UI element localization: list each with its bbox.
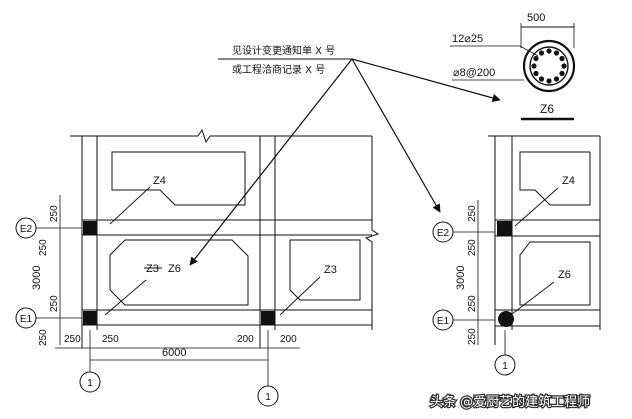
axis-bubble-e1: E1	[15, 307, 82, 329]
column-z6-left	[83, 311, 97, 325]
dim-e1-above: 250	[49, 295, 60, 312]
rebar-dot	[533, 70, 539, 77]
dim-e1-below: 250	[38, 329, 49, 346]
dim-span-vertical: 3000	[31, 266, 43, 290]
axis-bubble-e1-right: E1	[432, 309, 495, 331]
column-z4-left	[83, 221, 97, 235]
dim-left-b: 250	[102, 334, 119, 345]
axis-bubble-1-right: 1	[494, 354, 516, 376]
label-z3-old: Z3	[146, 263, 159, 275]
svg-text:1: 1	[87, 378, 93, 389]
svg-text:E1: E1	[437, 316, 450, 327]
stirrup-ring	[529, 46, 569, 86]
watermark-text: 头条 @爱厨艺的建筑工程师	[430, 394, 590, 410]
rebar-dot	[553, 50, 560, 56]
dim-right-b: 200	[280, 334, 297, 345]
right-floor-plan: Z4 Z6 E2 E1 250 250 3000 250 250 1	[432, 135, 601, 376]
detail-main-rebar: 12⌀25	[452, 33, 483, 45]
note-line-1: 见设计变更通知单 X 号	[232, 44, 335, 57]
label-z4: Z4	[153, 175, 166, 187]
dim-e2-above: 250	[49, 205, 60, 222]
rebar-dot	[559, 70, 565, 77]
dim-span-horizontal: 6000	[162, 347, 186, 359]
detail-width: 500	[527, 12, 545, 24]
dim-e2-below-right: 250	[467, 239, 478, 256]
change-note: 见设计变更通知单 X 号 或工程洽商记录 X 号	[189, 44, 501, 266]
leader-arrow-detail	[351, 58, 501, 103]
rebar-dots	[531, 48, 567, 84]
rebar-dot	[546, 48, 552, 54]
label-z3: Z3	[324, 264, 337, 276]
leader-arrow-left	[189, 58, 353, 266]
detail-stirrup: ⌀8@200	[453, 67, 495, 79]
left-floor-plan: Z4 Z3 Z6 Z3 E2 E1 250 250 3000 250 250 2…	[15, 128, 380, 407]
dim-right-a: 200	[237, 334, 254, 345]
column-outline	[522, 39, 576, 93]
detail-label: Z6	[540, 102, 554, 116]
axis-bubble-1a: 1	[79, 371, 101, 393]
rebar-dot	[538, 76, 545, 82]
rebar-dot	[531, 63, 537, 69]
svg-text:1: 1	[502, 361, 508, 372]
rebar-dot	[559, 55, 565, 62]
rebar-dot	[538, 50, 545, 56]
svg-text:E2: E2	[437, 228, 450, 239]
column-z3-left	[261, 311, 275, 325]
label-z6-new: Z6	[168, 263, 181, 275]
label-z6-right: Z6	[558, 269, 571, 281]
dim-e2-above-right: 250	[467, 205, 478, 222]
rebar-dot	[553, 76, 560, 82]
svg-text:E2: E2	[20, 224, 33, 235]
column-z6-right	[498, 311, 514, 327]
label-z4-right: Z4	[562, 175, 575, 187]
dim-e1-above-right: 250	[467, 295, 478, 312]
column-z4-right	[497, 221, 512, 236]
axis-bubble-e2-right: E2	[432, 221, 495, 243]
svg-text:1: 1	[265, 392, 271, 403]
axis-bubble-e2: E2	[15, 217, 82, 239]
column-section-detail: 500 12⌀25 ⌀8@200 Z6	[450, 12, 576, 121]
dim-e2-below: 250	[38, 239, 49, 256]
rebar-dot	[561, 63, 567, 69]
dim-e1-below-right: 250	[467, 328, 478, 345]
rebar-dot	[546, 78, 552, 84]
rebar-dot	[533, 55, 539, 62]
dim-left-a: 250	[64, 334, 81, 345]
note-line-2: 或工程洽商记录 X 号	[232, 63, 325, 76]
axis-bubble-1b: 1	[257, 385, 279, 407]
leader-arrow-right	[351, 58, 441, 213]
dim-span-vertical-right: 3000	[455, 266, 467, 290]
svg-text:E1: E1	[20, 314, 33, 325]
